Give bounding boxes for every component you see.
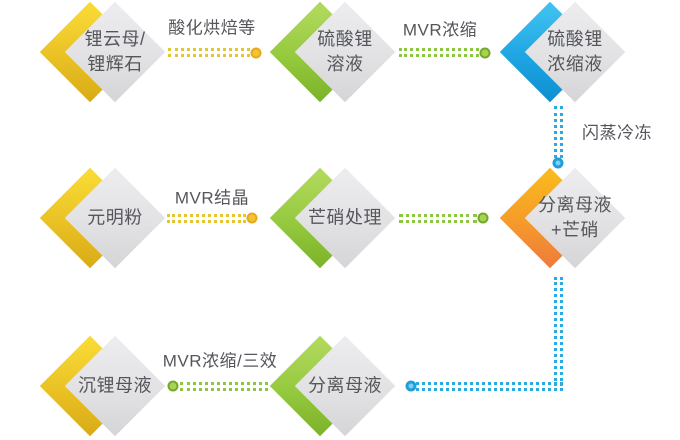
flow-line-recycle-horizontal	[416, 382, 563, 391]
edge-label-acid-roasting: 酸化烘焙等	[168, 18, 256, 38]
node-label: 分离母液+芒硝	[538, 195, 612, 240]
node-label: 分离母液	[308, 375, 382, 396]
edge-label-mvr-crystallization: MVR结晶	[174, 188, 250, 208]
flow-line-mvr-concentration	[399, 48, 479, 57]
flow-line-mvr-triple-effect	[180, 382, 268, 391]
flow-line-glauber-salt	[399, 214, 477, 223]
flow-line-acid-roasting	[168, 48, 250, 57]
edge-label-mvr-triple-effect: MVR浓缩/三效	[162, 351, 278, 371]
flow-dot	[405, 380, 417, 392]
node-label: 元明粉	[87, 207, 143, 228]
flow-line-flash-freezing	[554, 106, 563, 158]
flow-dot	[167, 380, 179, 392]
flow-dot	[479, 47, 491, 59]
node-label: 沉锂母液	[78, 375, 152, 396]
flow-dot	[552, 157, 564, 169]
flow-line-recycle-vertical	[554, 277, 563, 386]
node-label: 芒硝处理	[308, 207, 382, 228]
flow-dot	[246, 212, 258, 224]
node-label: 硫酸锂浓缩液	[547, 29, 603, 74]
node-label: 锂云母/锂辉石	[84, 29, 146, 74]
flow-line-mvr-crystallization	[167, 214, 246, 223]
node-label: 硫酸锂溶液	[317, 29, 373, 74]
flow-dot	[250, 47, 262, 59]
edge-label-flash-freezing: 闪蒸冷冻	[582, 123, 652, 143]
flow-dot	[477, 212, 489, 224]
edge-label-mvr-concentration: MVR浓缩	[402, 20, 478, 40]
